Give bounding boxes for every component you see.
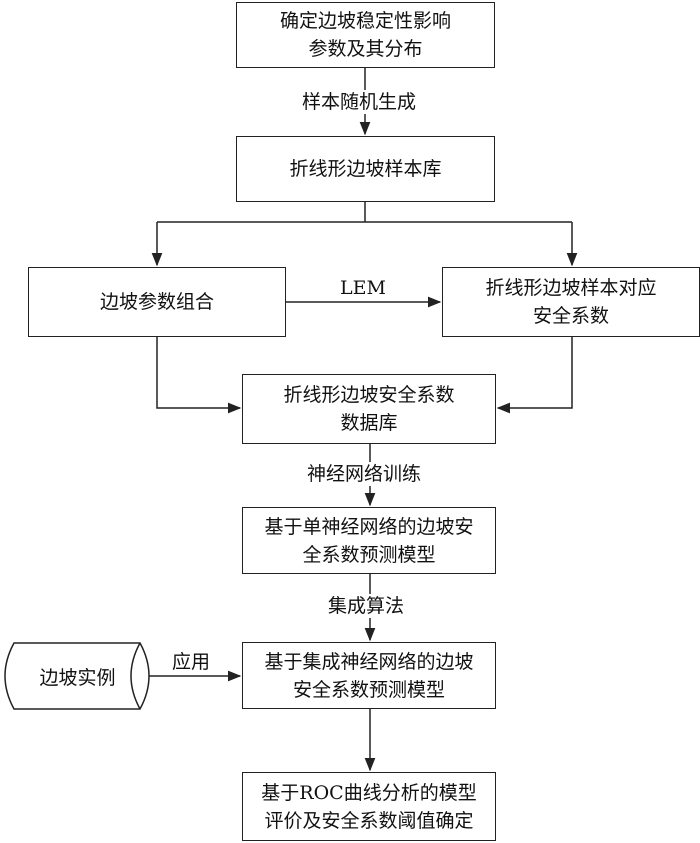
node-fs-samples: 折线形边坡样本对应 安全系数 (442, 267, 700, 337)
node-fs-database: 折线形边坡安全系数 数据库 (242, 374, 496, 444)
arrow-combo-to-db (156, 337, 242, 414)
arrow-fs-to-db (496, 337, 573, 414)
node-fs-samples-label: 折线形边坡样本对应 安全系数 (485, 277, 657, 327)
node-params: 确定边坡稳定性影响 参数及其分布 (236, 2, 495, 68)
node-params-label: 确定边坡稳定性影响 参数及其分布 (279, 10, 451, 60)
label-lem: LEM (338, 276, 388, 300)
node-roc: 基于ROC曲线分析的模型 评价及安全系数阈值确定 (242, 772, 496, 841)
label-nn-training: 神经网络训练 (305, 462, 424, 486)
node-slope-case: 边坡实例 (39, 666, 116, 689)
node-ensemble-nn-label: 基于集成神经网络的边坡 安全系数预测模型 (264, 650, 474, 701)
node-roc-label: 基于ROC曲线分析的模型 评价及安全系数阈值确定 (261, 781, 477, 832)
node-single-nn: 基于单神经网络的边坡安 全系数预测模型 (242, 507, 496, 574)
label-random-gen: 样本随机生成 (300, 90, 419, 114)
case-cylinder-end (130, 642, 141, 710)
node-param-combo: 边坡参数组合 (28, 267, 286, 337)
node-single-nn-label: 基于单神经网络的边坡安 全系数预测模型 (264, 515, 474, 566)
node-sample-library-label: 折线形边坡样本库 (289, 158, 442, 180)
node-param-combo-label: 边坡参数组合 (99, 291, 214, 313)
label-ensemble-algo: 集成算法 (326, 594, 407, 618)
label-apply: 应用 (170, 650, 213, 674)
node-sample-library: 折线形边坡样本库 (236, 136, 495, 202)
node-fs-database-label: 折线形边坡安全系数 数据库 (283, 384, 455, 434)
node-ensemble-nn: 基于集成神经网络的边坡 安全系数预测模型 (242, 642, 496, 709)
